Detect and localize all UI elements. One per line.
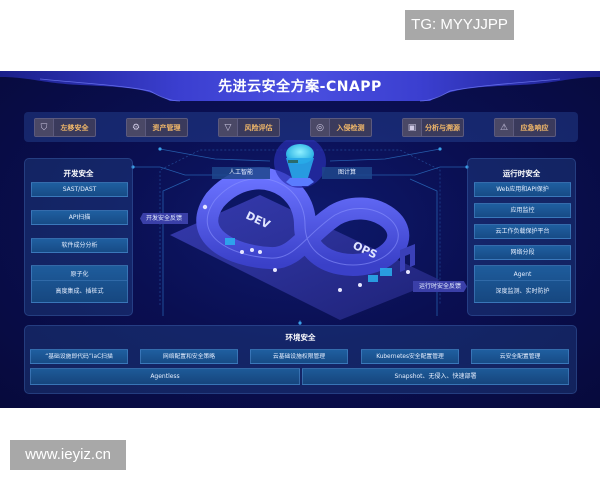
alarm-icon: ⚠: [495, 119, 514, 136]
gear-icon: ⚙: [127, 119, 146, 136]
tool-label: 左移安全: [60, 123, 89, 132]
runtime-item-app-monitor[interactable]: 应用监控: [474, 203, 571, 218]
runtime-feedback-label: 运行时安全反馈: [413, 281, 468, 292]
monitor-icon: ▣: [403, 119, 422, 136]
watermark-bottom: www.ieyiz.cn: [10, 440, 126, 470]
runtime-group-bottom: 深度监测、实时防护: [495, 288, 550, 295]
tool-asset-management[interactable]: ⚙ 资产管理: [126, 118, 188, 137]
tool-label: 风险评估: [244, 123, 273, 132]
runtime-item-cwpp[interactable]: 云工作负载保护平台: [474, 224, 571, 239]
dev-feedback-label: 开发安全反馈: [140, 213, 189, 224]
env-item-network-policy[interactable]: 网络配置和安全策略: [140, 349, 238, 364]
env-security-title: 环境安全: [285, 333, 316, 342]
env-item-cspm[interactable]: 云安全配置管理: [471, 349, 569, 364]
runtime-security-title: 运行时安全: [502, 169, 541, 178]
cnapp-diagram: 先进云安全方案-CNAPP ⛉ 左移安全 ⚙ 资产管理 ▽ 风险评估 ◎ 入侵检…: [0, 71, 600, 408]
env-item-ciem[interactable]: 云基础设施权限管理: [250, 349, 348, 364]
runtime-group-agent[interactable]: Agent 深度监测、实时防护: [474, 265, 571, 303]
dev-item-sca[interactable]: 软件成分分析: [31, 238, 128, 253]
runtime-security-panel: 运行时安全 Web应用和API保护 应用监控 云工作负载保护平台 网络分段 Ag…: [467, 158, 576, 316]
shield-icon: ⛉: [35, 119, 54, 136]
tool-intrusion-detection[interactable]: ◎ 入侵检测: [310, 118, 372, 137]
dev-security-title: 开发安全: [63, 169, 94, 178]
tool-emergency-response[interactable]: ⚠ 应急响应: [494, 118, 556, 137]
tool-risk-assessment[interactable]: ▽ 风险评估: [218, 118, 280, 137]
dev-group-bottom: 高度集成、插桩式: [55, 288, 104, 295]
dev-security-panel: 开发安全 SAST/DAST API扫描 软件成分分析 原子化 高度集成、插桩式: [24, 158, 133, 316]
risk-icon: ▽: [219, 119, 238, 136]
title-band-shape: [0, 71, 600, 102]
env-snapshot[interactable]: Snapshot、无侵入、快速部署: [302, 368, 569, 385]
tool-shift-left-security[interactable]: ⛉ 左移安全: [34, 118, 96, 137]
env-item-kspm[interactable]: Kubernetes安全配置管理: [361, 349, 459, 364]
devops-loop-graphic: DEV OPS: [159, 136, 441, 320]
dev-group-atomic[interactable]: 原子化 高度集成、插桩式: [31, 265, 128, 303]
watermark-top: TG: MYYJJPP: [405, 10, 514, 40]
env-item-iac-scan[interactable]: “基础设施即代码”IaC扫描: [30, 349, 128, 364]
runtime-item-waap[interactable]: Web应用和API保护: [474, 182, 571, 197]
runtime-group-top: Agent: [475, 269, 570, 281]
tag-graph-computing: 图计算: [322, 167, 372, 179]
runtime-item-segmentation[interactable]: 网络分段: [474, 245, 571, 260]
capability-toolbar: ⛉ 左移安全 ⚙ 资产管理 ▽ 风险评估 ◎ 入侵检测 ▣ 分析与溯源 ⚠ 应急…: [24, 112, 578, 142]
diagram-title: 先进云安全方案-CNAPP: [218, 79, 382, 95]
radar-icon: ◎: [311, 119, 330, 136]
tool-label: 入侵检测: [336, 123, 365, 132]
env-agentless[interactable]: Agentless: [30, 368, 300, 385]
tool-analysis-tracing[interactable]: ▣ 分析与溯源: [402, 118, 464, 137]
dev-item-api-scan[interactable]: API扫描: [31, 210, 128, 225]
dev-item-sast-dast[interactable]: SAST/DAST: [31, 182, 128, 197]
tool-label: 分析与溯源: [425, 123, 460, 132]
devops-illustration: DEV OPS 人工智能 图计算 开发安全反馈: [130, 136, 470, 320]
dev-group-top: 原子化: [32, 269, 127, 281]
tool-label: 应急响应: [520, 123, 549, 132]
tag-ai: 人工智能: [212, 167, 270, 179]
tool-label: 资产管理: [152, 123, 181, 132]
title-band: 先进云安全方案-CNAPP: [0, 71, 600, 105]
environment-security-panel: 环境安全 “基础设施即代码”IaC扫描 网络配置和安全策略 云基础设施权限管理 …: [24, 325, 577, 394]
